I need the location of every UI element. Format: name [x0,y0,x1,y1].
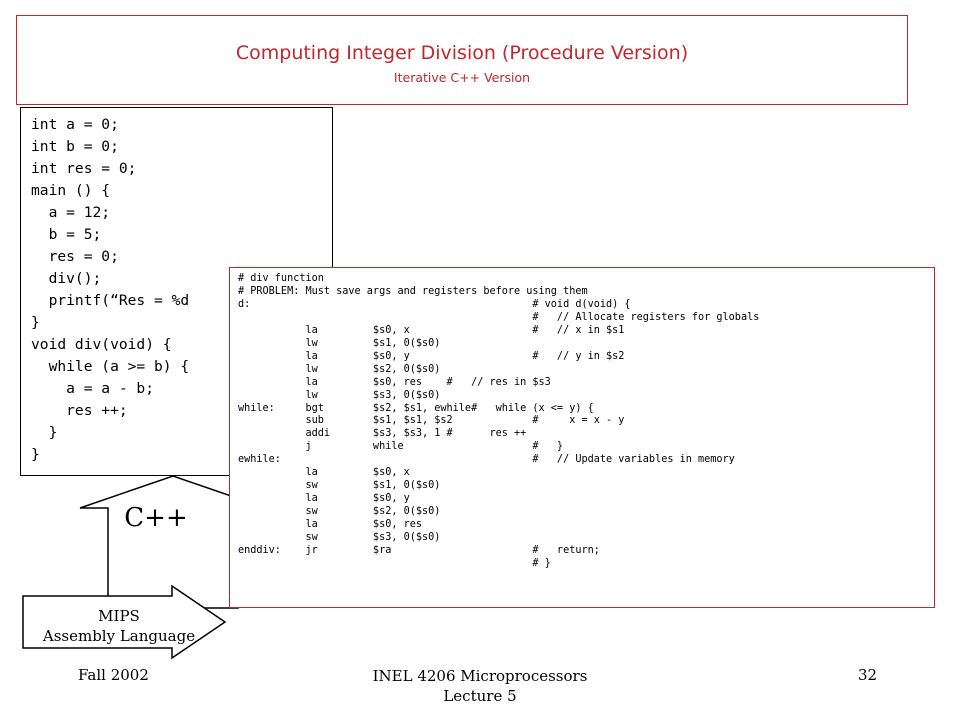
mips-arrow-label-line1: MIPS [98,607,140,625]
mips-assembly-listing: # div function # PROBLEM: Must save args… [238,273,760,569]
mips-arrow-label: MIPS Assembly Language [24,606,214,646]
title-box: Computing Integer Division (Procedure Ve… [16,15,908,105]
mips-right-arrow-icon [22,585,227,660]
footer-course: INEL 4206 Microprocessors Lecture 5 [300,666,660,706]
slide-title: Computing Integer Division (Procedure Ve… [235,42,689,64]
slide-subtitle: Iterative C++ Version [393,70,531,85]
cpp-arrow-label: C++ [124,503,188,533]
footer-course-line1: INEL 4206 Microprocessors [372,667,588,685]
cpp-code-listing: int a = 0; int b = 0; int res = 0; main … [31,116,190,463]
footer-date: Fall 2002 [78,666,149,684]
mips-arrow-label-line2: Assembly Language [42,627,196,645]
footer-page-number: 32 [858,666,878,684]
mips-assembly-panel: # div function # PROBLEM: Must save args… [229,267,935,608]
footer-course-line2: Lecture 5 [443,687,517,705]
